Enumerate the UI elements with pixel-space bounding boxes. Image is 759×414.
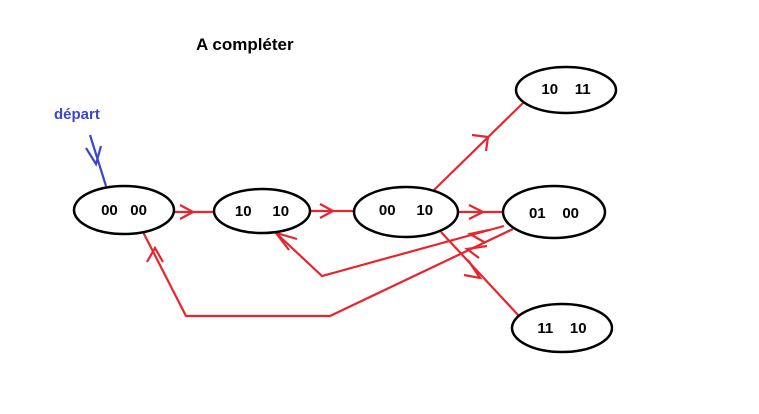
state-label: 10 11 (541, 81, 590, 98)
edge-n5-n1 (141, 228, 514, 318)
start-label: départ (54, 106, 100, 123)
nodes: 00 00 10 10 00 10 10 11 01 00 11 10 (72, 65, 618, 354)
state-label: 10 10 (235, 203, 289, 220)
state-label: 00 10 (379, 202, 433, 219)
state-node-00-00[interactable]: 00 00 (72, 184, 176, 236)
state-label: 01 00 (529, 205, 579, 222)
edge-n2-n3 (310, 203, 354, 219)
edges (141, 101, 525, 318)
state-node-01-00[interactable]: 01 00 (501, 184, 607, 240)
state-node-10-10[interactable]: 10 10 (212, 187, 312, 235)
edge-n3-n6 (440, 231, 520, 317)
start-arrow (85, 134, 108, 187)
state-node-00-10[interactable]: 00 10 (352, 185, 460, 239)
state-label: 00 00 (101, 202, 147, 219)
diagram-title: A compléter (196, 35, 294, 54)
state-label: 11 10 (537, 320, 586, 337)
edge-n3-n4 (433, 101, 525, 191)
edge-n1-n2 (174, 204, 214, 220)
state-node-10-11[interactable]: 10 11 (514, 65, 618, 115)
edge-n3-n5 (458, 204, 504, 220)
state-node-11-10[interactable]: 11 10 (510, 302, 614, 354)
